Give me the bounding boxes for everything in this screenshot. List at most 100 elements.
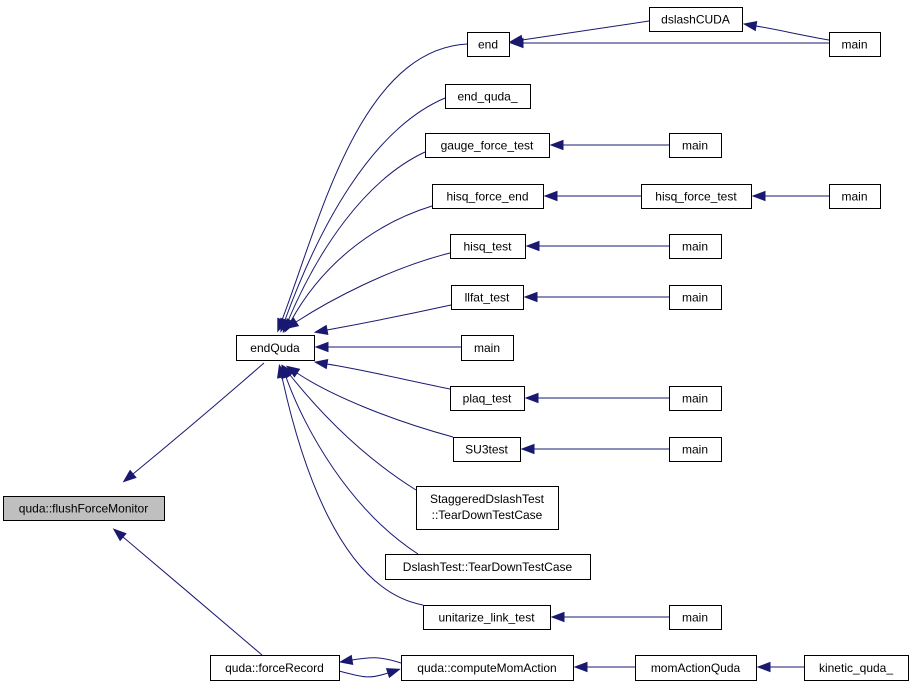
- edge-main_mid-to-endQuda: [314, 341, 461, 353]
- node-main_gauge[interactable]: main: [669, 133, 722, 158]
- node-kinetic_quda_[interactable]: kinetic_quda_: [804, 655, 909, 681]
- edge-kinetic_quda_-to-momActionQuda: [756, 661, 804, 673]
- edge-arrowhead: [543, 190, 558, 202]
- edge-main_top-to-end: [509, 37, 829, 49]
- node-box: [445, 84, 531, 109]
- node-box: [3, 496, 165, 521]
- edge-gauge_force_test-to-endQuda: [282, 151, 426, 334]
- node-momActionQuda[interactable]: momActionQuda: [635, 655, 757, 681]
- node-llfat_test[interactable]: llfat_test: [451, 285, 524, 310]
- node-main_hisq[interactable]: main: [669, 234, 722, 259]
- edge-line: [281, 376, 424, 606]
- node-box: [401, 655, 574, 681]
- node-box: [669, 234, 722, 259]
- node-computeMomAction[interactable]: quda::computeMomAction: [401, 655, 574, 681]
- node-label: kinetic_quda_: [819, 661, 893, 675]
- node-box: [236, 335, 315, 361]
- node-box: [451, 285, 524, 310]
- node-label: end_quda_: [457, 90, 517, 104]
- node-main_top[interactable]: main: [829, 32, 881, 57]
- edge-main_top-to-dslashCUDA: [742, 20, 830, 41]
- node-label: main: [682, 611, 708, 625]
- node-label: quda::flushForceMonitor: [19, 502, 148, 516]
- edge-SU3test-to-endQuda: [285, 365, 454, 438]
- node-gauge_force_test[interactable]: gauge_force_test: [425, 133, 550, 158]
- node-end[interactable]: end: [467, 32, 510, 57]
- node-forceRecord[interactable]: quda::forceRecord: [210, 655, 340, 681]
- node-hisq_force_test[interactable]: hisq_force_test: [641, 184, 752, 209]
- edge-computeMomAction-to-forceRecord: [338, 654, 402, 666]
- node-label: main: [841, 190, 867, 204]
- node-StaggeredTeardown[interactable]: StaggeredDslashTest::TearDownTestCase: [416, 486, 559, 530]
- edge-StaggeredTeardown-to-endQuda: [281, 364, 417, 491]
- node-flushForceMonitor[interactable]: quda::flushForceMonitor: [3, 496, 165, 521]
- node-DslashTeardown[interactable]: DslashTest::TearDownTestCase: [385, 554, 591, 580]
- node-main_unitarize[interactable]: main: [669, 605, 722, 630]
- node-label: end: [478, 38, 498, 52]
- node-end_quda_[interactable]: end_quda_: [445, 84, 531, 109]
- edge-line: [755, 25, 830, 41]
- node-label: plaq_test: [463, 392, 512, 406]
- node-label: DslashTest::TearDownTestCase: [403, 560, 573, 574]
- edge-arrowhead: [385, 668, 401, 679]
- edges-layer: [112, 20, 830, 679]
- node-label: unitarize_link_test: [438, 611, 535, 625]
- edge-line: [521, 20, 650, 41]
- node-main_llfat[interactable]: main: [669, 285, 722, 310]
- node-main_su3[interactable]: main: [669, 437, 722, 462]
- node-box: [423, 605, 551, 630]
- node-label: quda::forceRecord: [225, 661, 324, 675]
- edge-arrowhead: [550, 611, 565, 623]
- node-label: main: [682, 443, 708, 457]
- node-box: [450, 234, 526, 259]
- edge-line: [338, 670, 389, 678]
- edge-main_gauge-to-gauge_force_test: [549, 139, 669, 151]
- node-box: [210, 655, 340, 681]
- edge-endQuda-to-flushForceMonitor: [122, 362, 265, 483]
- node-unitarize_link_test[interactable]: unitarize_link_test: [423, 605, 551, 630]
- node-main_hisqforce[interactable]: main: [829, 184, 881, 209]
- edge-line: [289, 374, 417, 491]
- edge-arrowhead: [742, 20, 758, 32]
- node-main_plaq[interactable]: main: [669, 386, 722, 411]
- node-box: [829, 32, 881, 57]
- node-box: [649, 7, 743, 32]
- node-box: [425, 133, 550, 158]
- edge-arrowhead: [525, 240, 540, 252]
- edge-arrowhead: [338, 654, 354, 666]
- node-hisq_force_end[interactable]: hisq_force_end: [432, 184, 544, 209]
- edge-line: [285, 376, 419, 555]
- node-dslashCUDA[interactable]: dslashCUDA: [649, 7, 743, 32]
- node-box: [453, 437, 521, 462]
- edge-line: [326, 363, 451, 390]
- node-plaq_test[interactable]: plaq_test: [450, 386, 525, 411]
- edge-main_plaq-to-plaq_test: [524, 392, 669, 404]
- edge-arrowhead: [314, 341, 329, 353]
- edge-hisq_force_end-to-endQuda: [284, 205, 433, 333]
- edge-llfat_test-to-endQuda: [313, 304, 452, 336]
- edge-arrowhead: [549, 139, 564, 151]
- node-endQuda[interactable]: endQuda: [236, 335, 315, 361]
- node-main_mid[interactable]: main: [461, 335, 514, 361]
- node-label: dslashCUDA: [661, 13, 730, 27]
- edge-arrowhead: [520, 443, 535, 455]
- edge-hisq_test-to-endQuda: [284, 252, 451, 330]
- node-label: main: [682, 139, 708, 153]
- edge-arrowhead: [277, 363, 288, 379]
- edge-arrowhead: [523, 291, 538, 303]
- node-label: main: [682, 291, 708, 305]
- node-label: SU3test: [465, 443, 508, 457]
- node-label: gauge_force_test: [441, 139, 534, 153]
- node-box: [641, 184, 752, 209]
- node-hisq_test[interactable]: hisq_test: [450, 234, 526, 259]
- edge-main_llfat-to-llfat_test: [523, 291, 669, 303]
- edge-line: [287, 151, 426, 322]
- edge-main_hisqforce-to-hisq_force_test: [751, 190, 829, 202]
- edge-arrowhead: [313, 324, 329, 336]
- edge-line: [290, 205, 433, 322]
- node-label: main: [841, 38, 867, 52]
- node-SU3test[interactable]: SU3test: [453, 437, 521, 462]
- edge-line: [351, 657, 402, 664]
- node-box: [669, 285, 722, 310]
